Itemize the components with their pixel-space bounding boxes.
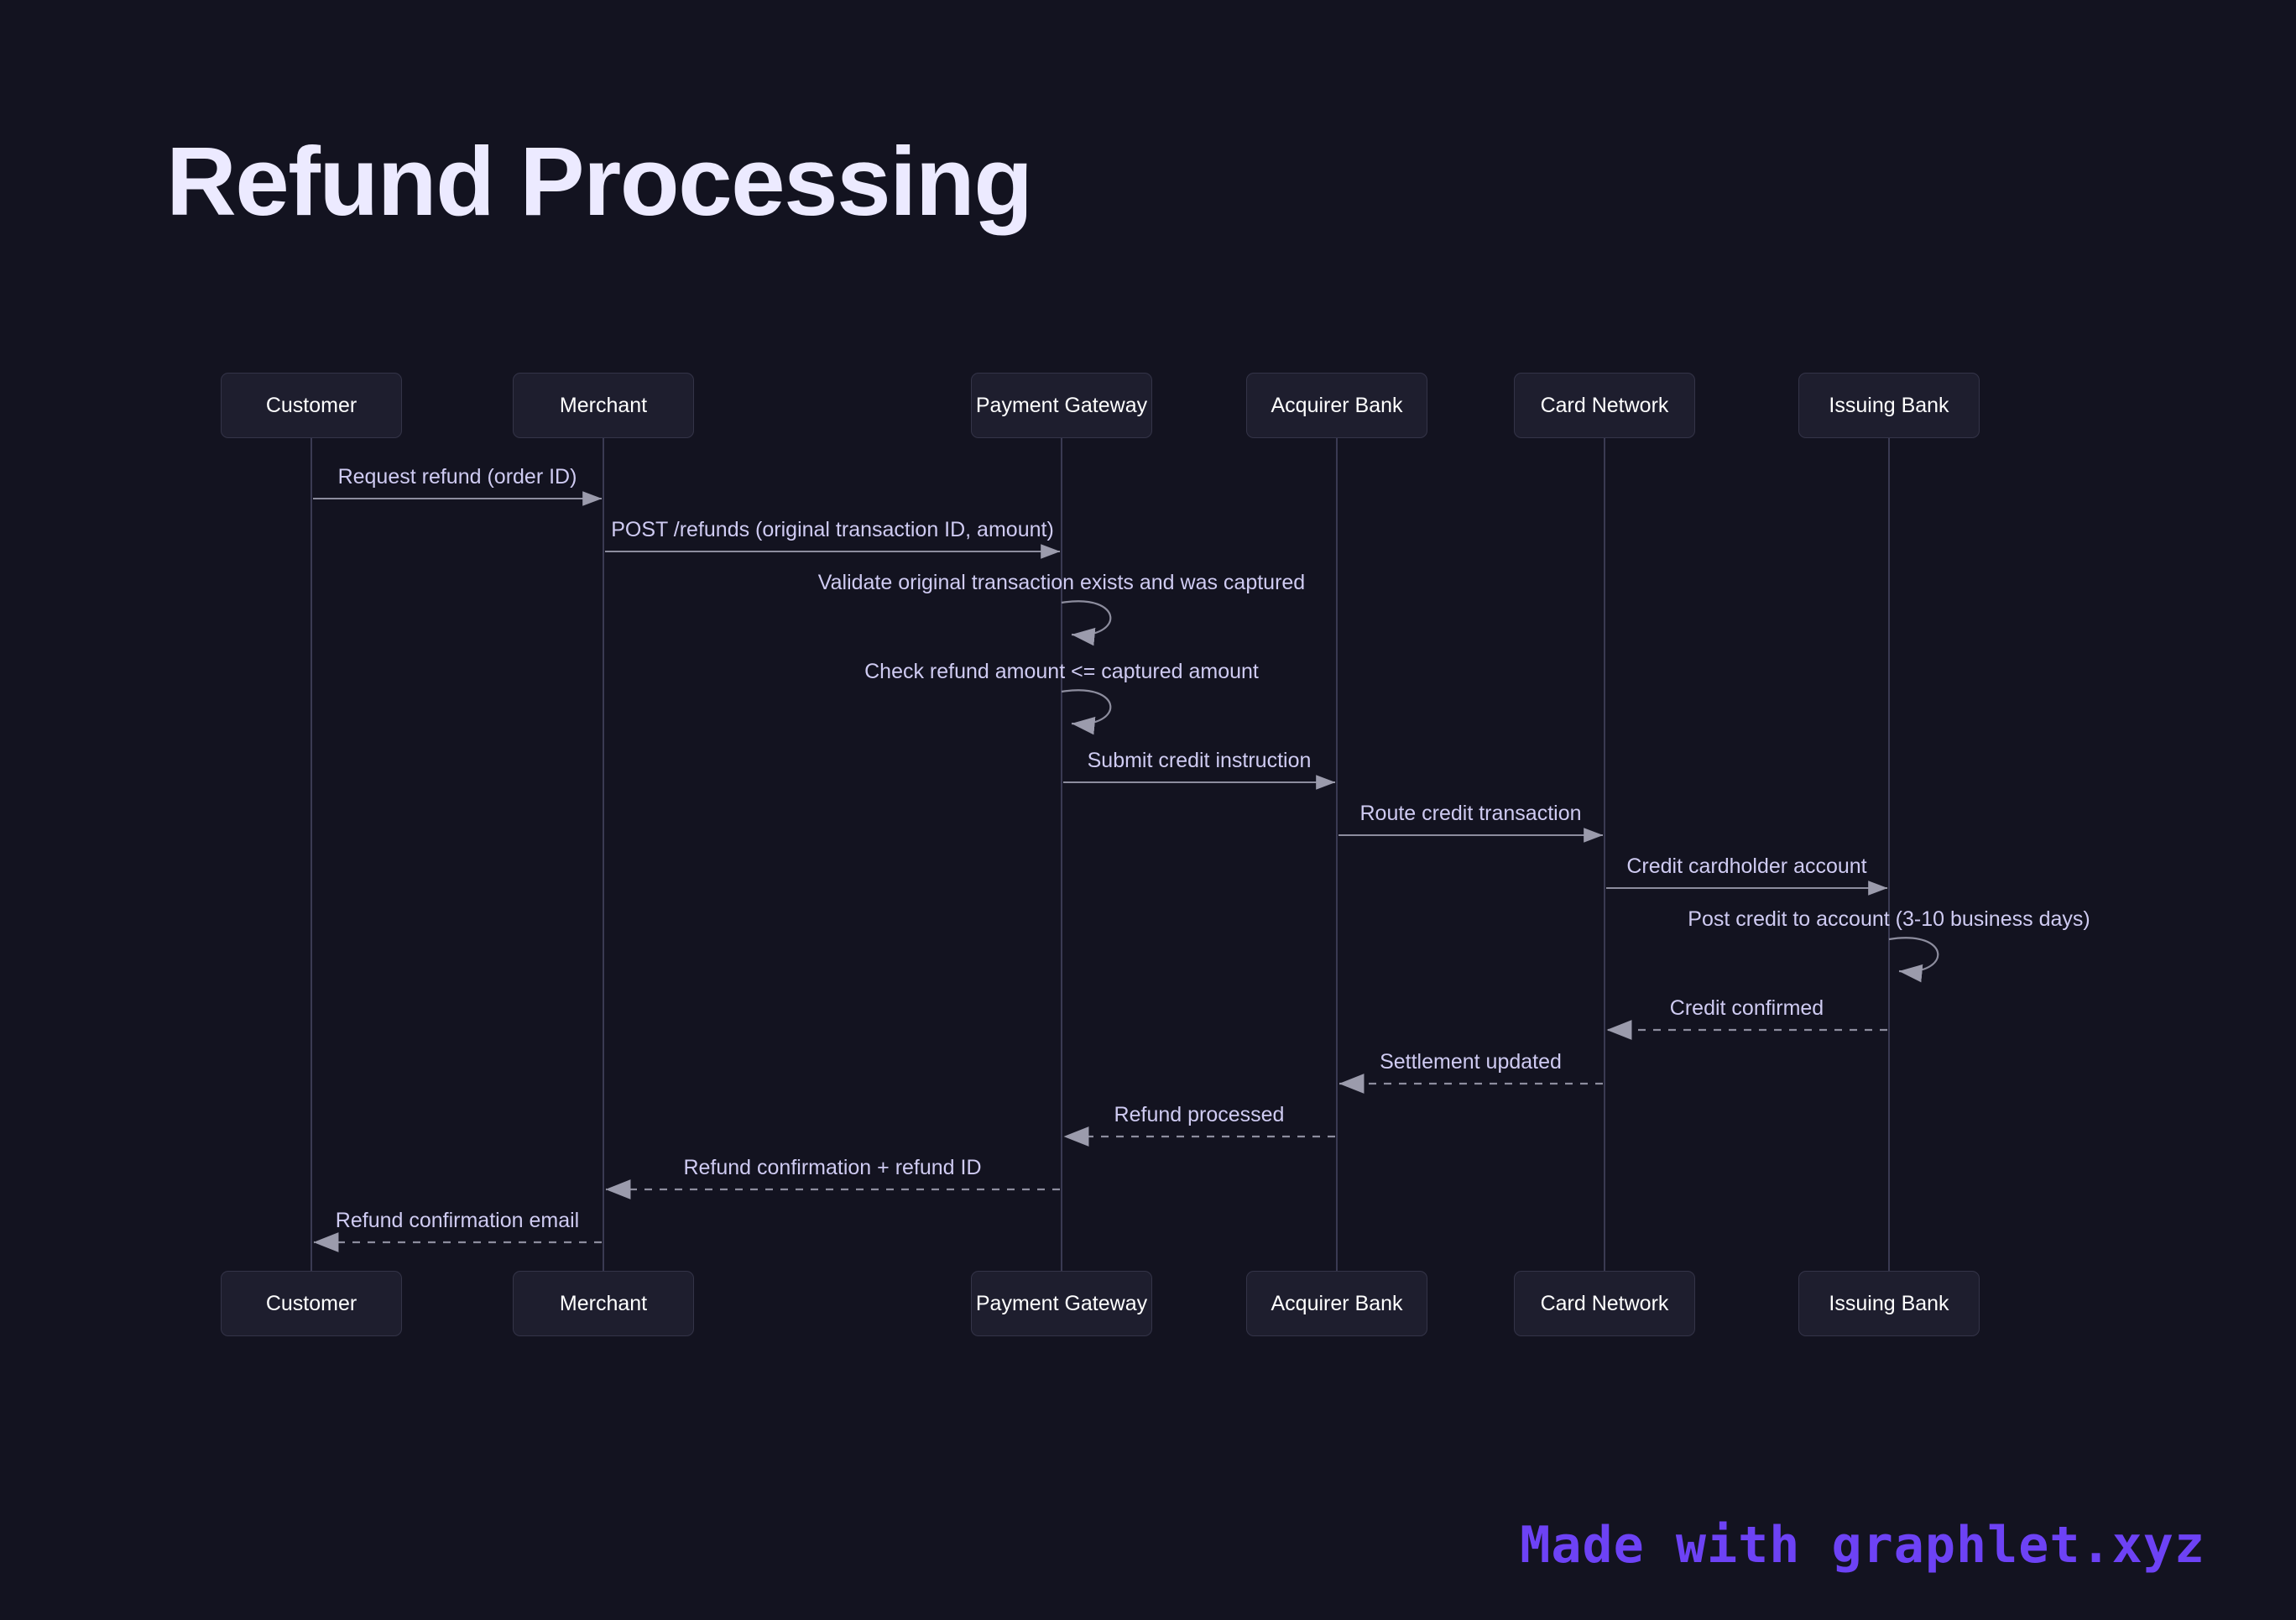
self-message-arrow-3[interactable] bbox=[1061, 600, 1112, 646]
message-label-7: Credit cardholder account bbox=[1626, 854, 1867, 878]
participant-label: Customer bbox=[265, 1291, 357, 1315]
participant-bottom-card_network[interactable]: Card Network bbox=[1514, 1271, 1695, 1336]
participant-label: Merchant bbox=[559, 393, 648, 417]
participant-top-merchant[interactable]: Merchant bbox=[513, 373, 694, 438]
participant-top-payment_gateway[interactable]: Payment Gateway bbox=[971, 373, 1152, 438]
participant-label: Acquirer Bank bbox=[1271, 1291, 1403, 1315]
participant-label: Acquirer Bank bbox=[1271, 393, 1403, 417]
message-label-13: Refund confirmation email bbox=[335, 1209, 580, 1232]
page-title: Refund Processing bbox=[166, 127, 1033, 236]
message-label-11: Refund processed bbox=[1114, 1103, 1285, 1126]
message-label-9: Credit confirmed bbox=[1669, 996, 1824, 1020]
participant-bottom-payment_gateway[interactable]: Payment Gateway bbox=[971, 1271, 1152, 1336]
message-label-5: Submit credit instruction bbox=[1087, 749, 1312, 772]
self-message-arrow-8[interactable] bbox=[1888, 937, 1939, 983]
participant-label: Card Network bbox=[1540, 1291, 1669, 1315]
participant-label: Card Network bbox=[1540, 393, 1669, 417]
lifelines-layer bbox=[310, 438, 1890, 1271]
participant-bottom-issuing_bank[interactable]: Issuing Bank bbox=[1798, 1271, 1980, 1336]
participant-bottom-acquirer_bank[interactable]: Acquirer Bank bbox=[1246, 1271, 1427, 1336]
participant-label: Customer bbox=[265, 393, 357, 417]
watermark: Made with graphlet.xyz bbox=[1520, 1516, 2205, 1575]
self-message-arrow-4[interactable] bbox=[1061, 689, 1112, 735]
participant-top-card_network[interactable]: Card Network bbox=[1514, 373, 1695, 438]
participant-label: Issuing Bank bbox=[1829, 393, 1949, 417]
participant-top-customer[interactable]: Customer bbox=[221, 373, 402, 438]
message-label-8: Post credit to account (3-10 business da… bbox=[1688, 907, 2090, 931]
participant-label: Merchant bbox=[559, 1291, 648, 1315]
message-label-1: Request refund (order ID) bbox=[337, 465, 577, 489]
message-label-10: Settlement updated bbox=[1380, 1050, 1562, 1074]
message-label-12: Refund confirmation + refund ID bbox=[683, 1156, 982, 1179]
participant-label: Payment Gateway bbox=[975, 393, 1148, 417]
participant-bottom-customer[interactable]: Customer bbox=[221, 1271, 402, 1336]
message-label-6: Route credit transaction bbox=[1359, 802, 1582, 825]
participant-label: Issuing Bank bbox=[1829, 1291, 1949, 1315]
participant-top-issuing_bank[interactable]: Issuing Bank bbox=[1798, 373, 1980, 438]
message-label-4: Check refund amount <= captured amount bbox=[864, 660, 1259, 683]
message-arrows-layer bbox=[313, 491, 1939, 1252]
participant-label: Payment Gateway bbox=[975, 1291, 1148, 1315]
participant-top-acquirer_bank[interactable]: Acquirer Bank bbox=[1246, 373, 1427, 438]
message-label-2: POST /refunds (original transaction ID, … bbox=[611, 518, 1054, 541]
participant-bottom-merchant[interactable]: Merchant bbox=[513, 1271, 694, 1336]
message-label-3: Validate original transaction exists and… bbox=[817, 571, 1306, 594]
